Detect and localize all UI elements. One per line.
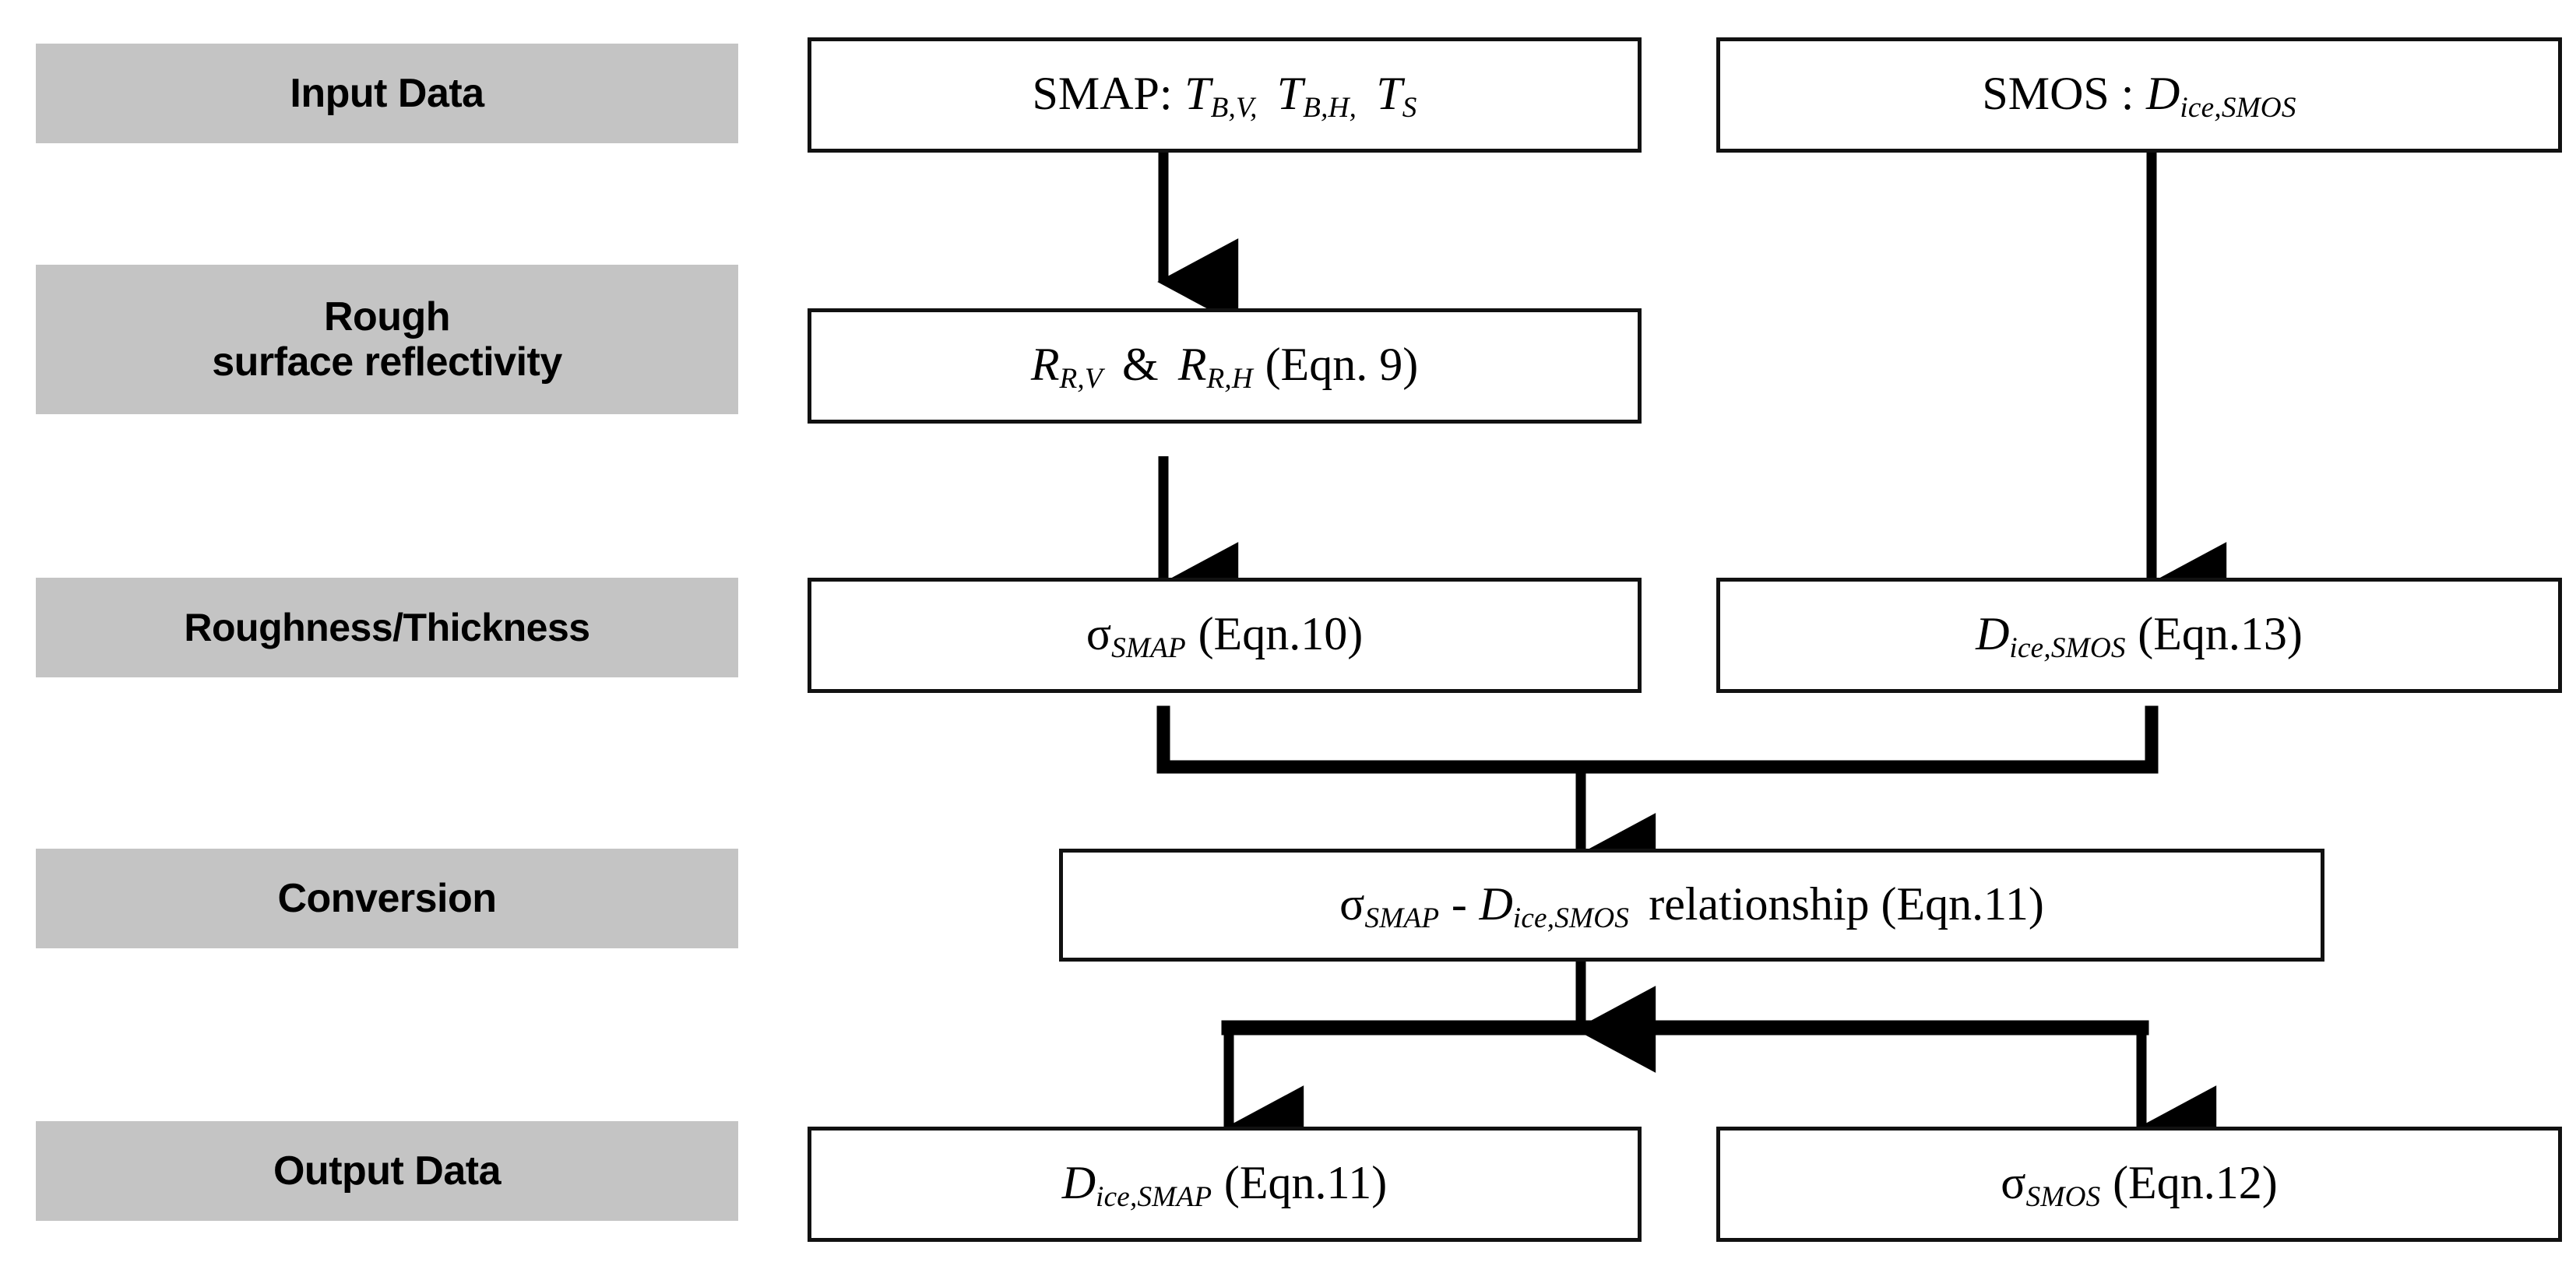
stage-label-output-data: Output Data — [36, 1121, 738, 1221]
stage-label-input-data: Input Data — [36, 44, 738, 143]
connector-merge-to-relationship — [1156, 705, 2159, 900]
stage-label-conversion: Conversion — [36, 849, 738, 948]
node-dice-smap[interactable]: Dice,SMAP(Eqn.11) — [808, 1127, 1642, 1242]
stage-label-text: Conversion — [277, 875, 497, 921]
node-rough-surface-reflectivity[interactable]: RR,V&RR,H(Eqn. 9) — [808, 308, 1642, 424]
node-smap-input-text: SMAP:TB,V,TB,H,TS — [1032, 68, 1417, 125]
node-sigma-smap-text: σSMAP(Eqn.10) — [1086, 608, 1364, 665]
node-sigma-smap[interactable]: σSMAP(Eqn.10) — [808, 578, 1642, 693]
node-dice-smap-text: Dice,SMAP(Eqn.11) — [1061, 1157, 1388, 1214]
node-dice-smos-text: Dice,SMOS(Eqn.13) — [1976, 608, 2303, 665]
node-dice-smos[interactable]: Dice,SMOS(Eqn.13) — [1716, 578, 2562, 693]
stage-label-text: Input Data — [290, 70, 484, 116]
stage-label-text-line1: Rough — [323, 294, 451, 339]
node-smap-input[interactable]: SMAP:TB,V,TB,H,TS — [808, 37, 1642, 153]
stage-label-text: Output Data — [273, 1148, 501, 1194]
connector-split-to-outputs — [1221, 962, 2217, 1173]
stage-label-rough-surface-reflectivity: Rough surface reflectivity — [36, 265, 738, 414]
stage-label-text: Roughness/Thickness — [184, 606, 590, 649]
node-smos-input[interactable]: SMOS :Dice,SMOS — [1716, 37, 2562, 153]
stage-label-text-line2: surface reflectivity — [212, 339, 562, 385]
node-sigma-smos[interactable]: σSMOS(Eqn.12) — [1716, 1127, 2562, 1242]
stage-label-roughness-thickness: Roughness/Thickness — [36, 578, 738, 677]
node-rough-surface-reflectivity-text: RR,V&RR,H(Eqn. 9) — [1030, 339, 1419, 396]
node-sigma-smos-text: σSMOS(Eqn.12) — [2001, 1157, 2278, 1214]
node-smos-input-text: SMOS :Dice,SMOS — [1982, 68, 2296, 125]
